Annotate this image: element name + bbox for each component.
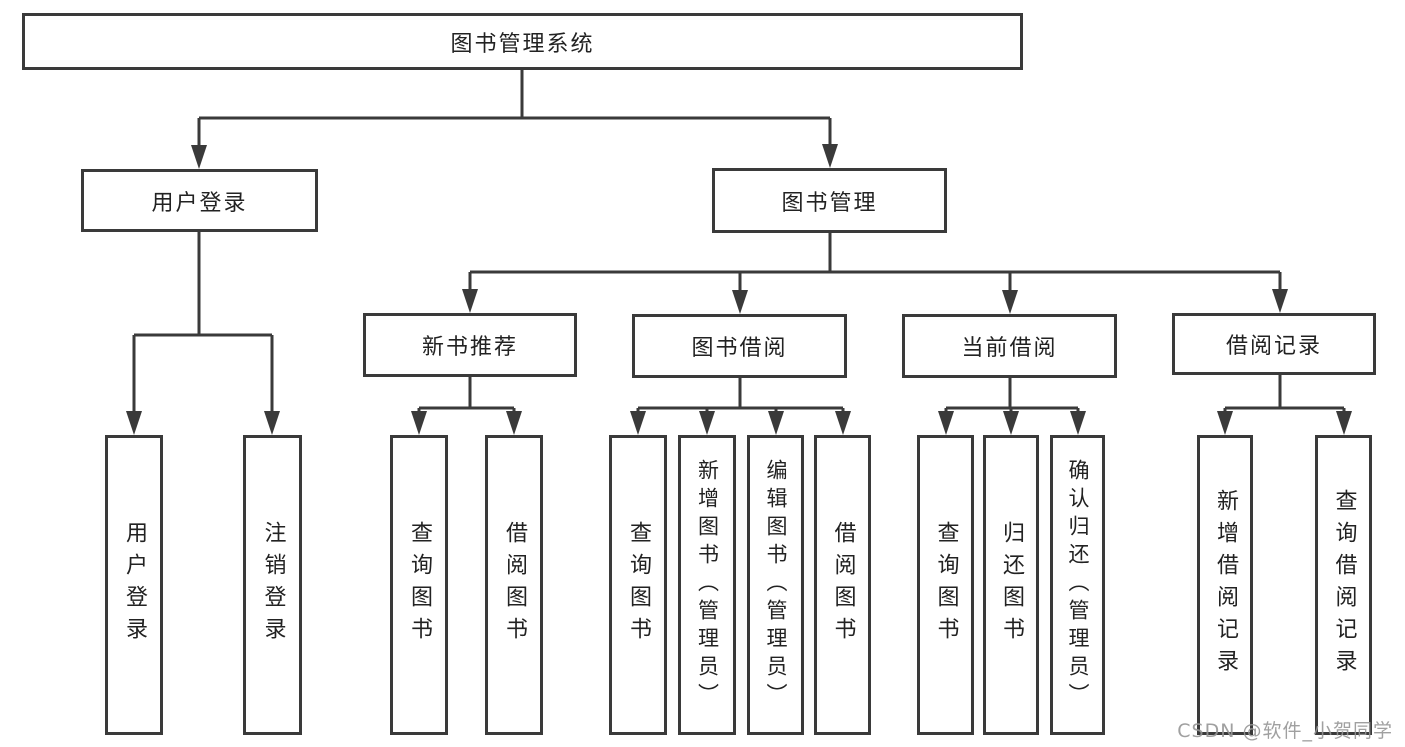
arrow-to-leaf-confirm-return bbox=[1070, 411, 1086, 435]
connector-book-borrow bbox=[636, 378, 845, 414]
connector-current-borrow bbox=[944, 378, 1080, 414]
leaf-borrow-books-recommend: 借阅图书 bbox=[485, 435, 543, 735]
arrow-to-new-book-recommend bbox=[462, 289, 478, 313]
arrow-to-book-borrow bbox=[732, 290, 748, 314]
arrow-to-leaf-borrow-books-b bbox=[835, 411, 851, 435]
arrow-to-leaf-edit-book bbox=[768, 411, 784, 435]
node-new-book-recommend: 新书推荐 bbox=[363, 313, 577, 377]
arrow-to-leaf-borrow-books-a bbox=[506, 411, 522, 435]
node-root: 图书管理系统 bbox=[22, 13, 1023, 70]
arrow-to-leaf-add-book bbox=[699, 411, 715, 435]
connector-borrow-records bbox=[1223, 375, 1346, 414]
leaf-query-borrow-record: 查询借阅记录 bbox=[1315, 435, 1372, 735]
arrow-to-leaf-query-record bbox=[1336, 411, 1352, 435]
leaf-user-login: 用户登录 bbox=[105, 435, 163, 735]
arrow-to-leaf-logout bbox=[264, 411, 280, 435]
arrow-to-leaf-query-books-b bbox=[630, 411, 646, 435]
leaf-logout: 注销登录 bbox=[243, 435, 302, 735]
arrow-to-book-management bbox=[822, 144, 838, 168]
arrowheads bbox=[126, 144, 1352, 435]
node-current-borrow: 当前借阅 bbox=[902, 314, 1117, 378]
node-book-management: 图书管理 bbox=[712, 168, 947, 233]
node-user-login: 用户登录 bbox=[81, 169, 318, 232]
arrow-to-leaf-add-record bbox=[1217, 411, 1233, 435]
connector-lines bbox=[132, 70, 1346, 414]
connector-user-login bbox=[132, 232, 274, 413]
arrow-to-current-borrow bbox=[1002, 290, 1018, 314]
leaf-query-books-recommend: 查询图书 bbox=[390, 435, 448, 735]
arrow-to-leaf-query-books-c bbox=[938, 411, 954, 435]
leaf-add-book-admin: 新增图书（管理员） bbox=[678, 435, 736, 735]
leaf-edit-book-admin: 编辑图书（管理员） bbox=[747, 435, 804, 735]
leaf-query-books-borrow: 查询图书 bbox=[609, 435, 667, 735]
arrow-to-leaf-user-login bbox=[126, 411, 142, 435]
node-book-borrow: 图书借阅 bbox=[632, 314, 847, 378]
arrow-to-borrow-records bbox=[1272, 289, 1288, 313]
connector-root bbox=[197, 70, 832, 147]
leaf-add-borrow-record: 新增借阅记录 bbox=[1197, 435, 1253, 735]
leaf-confirm-return-admin: 确认归还（管理员） bbox=[1050, 435, 1105, 735]
leaf-query-books-current: 查询图书 bbox=[917, 435, 974, 735]
leaf-return-book: 归还图书 bbox=[983, 435, 1039, 735]
leaf-borrow-books: 借阅图书 bbox=[814, 435, 871, 735]
csdn-watermark: CSDN @软件_小贺同学 bbox=[1177, 720, 1393, 742]
node-borrow-records: 借阅记录 bbox=[1172, 313, 1376, 375]
connector-new-book-recommend bbox=[417, 377, 516, 414]
arrow-to-leaf-return-book bbox=[1003, 411, 1019, 435]
connector-book-management bbox=[468, 233, 1282, 291]
arrow-to-user-login bbox=[191, 145, 207, 169]
arrow-to-leaf-query-books-a bbox=[411, 411, 427, 435]
